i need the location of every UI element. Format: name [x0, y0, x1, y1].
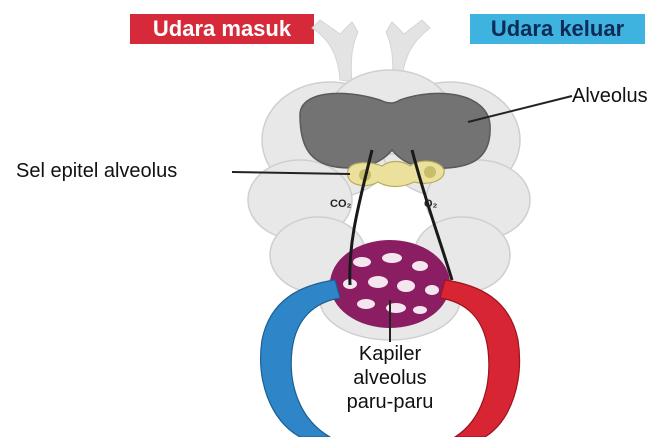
epithelial-cell [347, 161, 444, 186]
air-out-label: Udara keluar [470, 14, 645, 44]
capillary-label: Kapiler alveolus paru-paru [320, 342, 460, 414]
capillary-label-line2: alveolus [320, 366, 460, 390]
air-in-label: Udara masuk [130, 14, 314, 44]
co2-label: CO₂ [330, 198, 351, 210]
capillary-label-line1: Kapiler [320, 342, 460, 366]
air-in-arrow [312, 20, 358, 82]
capillary-label-line3: paru-paru [320, 390, 460, 414]
alveolus-label: Alveolus [572, 85, 648, 108]
epithelial-cell-label: Sel epitel alveolus [16, 160, 177, 183]
o2-label: O₂ [424, 198, 437, 210]
